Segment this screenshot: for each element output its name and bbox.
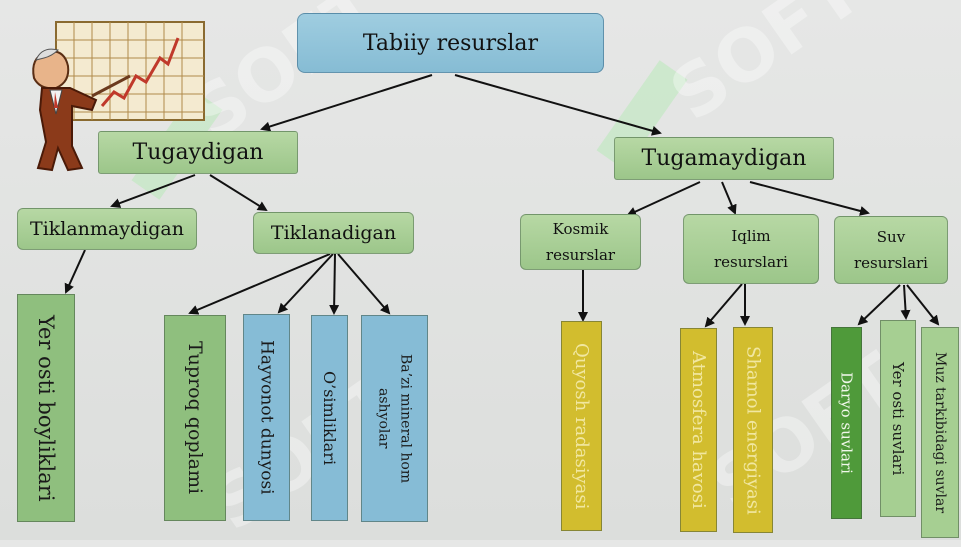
businessman-chart-icon bbox=[32, 21, 205, 172]
leaf-label: Tuproq qoplami bbox=[184, 341, 206, 495]
leaf-label: Ba’zi mineral hom ashyolar bbox=[375, 353, 414, 484]
leaf-shamol-energiyasi: Shamol energiyasi bbox=[733, 327, 773, 533]
leaf-label: Muz tarkibidagi suvlar bbox=[932, 351, 948, 514]
tiklanadigan-node: Tiklanadigan bbox=[253, 212, 414, 254]
leaf-hayvonot-dunyosi: Hayvonot dunyosi bbox=[243, 314, 290, 521]
leaf-label: O’simliklari bbox=[320, 370, 339, 466]
tugaydigan-node: Tugaydigan bbox=[98, 131, 298, 174]
leaf-label: Shamol energiyasi bbox=[742, 345, 764, 515]
tiklanmaydigan-node: Tiklanmaydigan bbox=[17, 208, 197, 250]
leaf-muz-tarkibidagi-suvlar: Muz tarkibidagi suvlar bbox=[921, 327, 959, 538]
suv-resurslari-node: Suv resurslari bbox=[834, 216, 948, 284]
root-node: Tabiiy resurslar bbox=[297, 13, 604, 73]
leaf-label: Yer osti suvlari bbox=[889, 361, 907, 476]
leaf-label: Daryo suvlari bbox=[837, 372, 856, 474]
iqlim-resurslari-node: Iqlim resurslari bbox=[683, 214, 819, 284]
leaf-tuproq-qoplami: Tuproq qoplami bbox=[164, 315, 226, 521]
leaf-label: Hayvonot dunyosi bbox=[256, 340, 277, 495]
leaf-atmosfera-havosi: Atmosfera havosi bbox=[680, 328, 717, 532]
leaf-quyosh-radasiyasi: Quyosh radasiyasi bbox=[561, 321, 602, 531]
leaf-label: Quyosh radasiyasi bbox=[571, 342, 592, 510]
kosmik-resurslar-node: Kosmik resurslar bbox=[520, 214, 641, 270]
leaf-label: Yer osti boyliklari bbox=[34, 314, 58, 502]
leaf-mineral-hom-ashyolar: Ba’zi mineral hom ashyolar bbox=[361, 315, 428, 522]
leaf-yer-osti-boyliklari: Yer osti boyliklari bbox=[17, 294, 75, 522]
leaf-daryo-suvlari: Daryo suvlari bbox=[831, 327, 862, 519]
leaf-yer-osti-suvlari: Yer osti suvlari bbox=[880, 320, 916, 517]
leaf-label: Atmosfera havosi bbox=[688, 351, 709, 509]
leaf-osimliklari: O’simliklari bbox=[311, 315, 348, 521]
tugamaydigan-node: Tugamaydigan bbox=[614, 137, 834, 180]
